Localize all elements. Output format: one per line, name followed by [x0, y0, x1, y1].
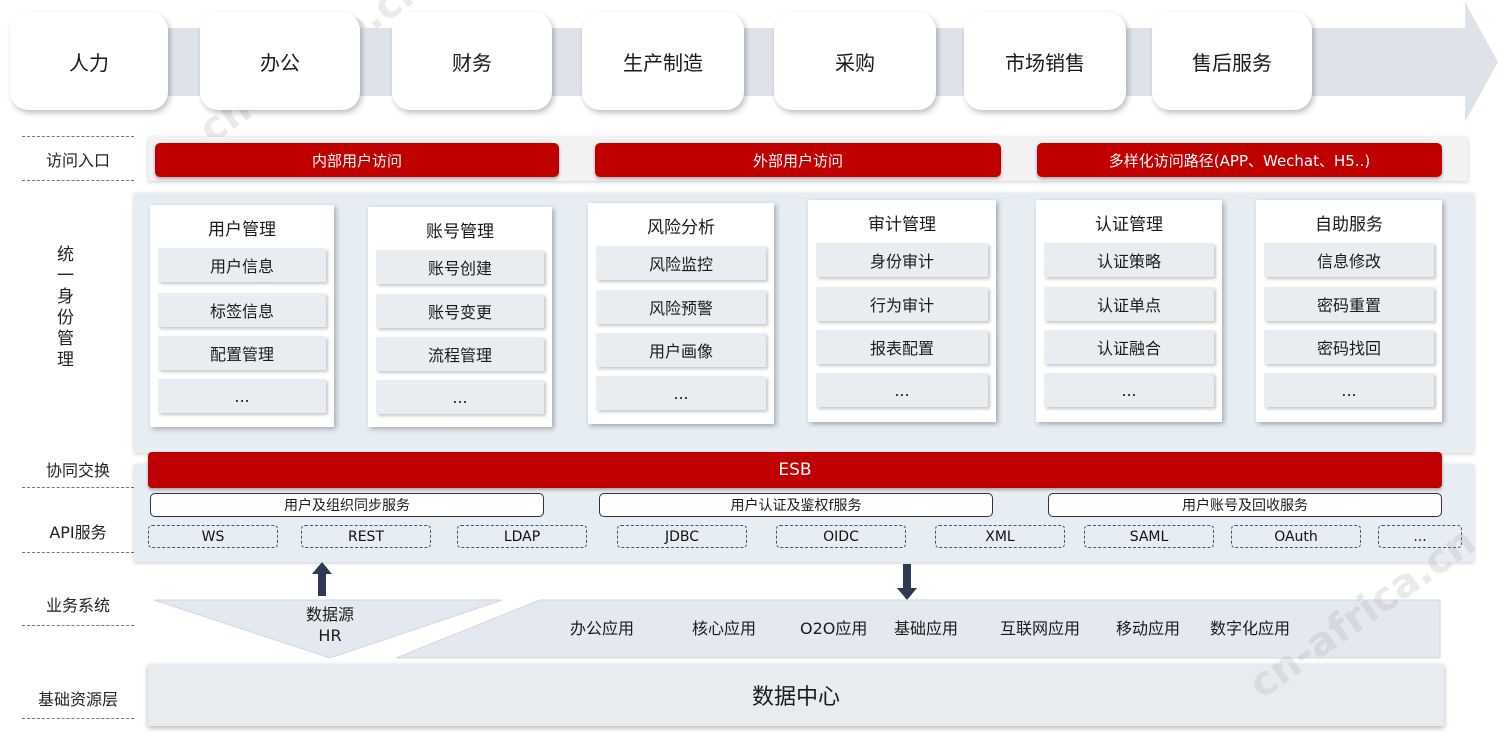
- dept-label: 市场销售: [1005, 50, 1085, 75]
- module-title: 账号管理: [426, 222, 494, 242]
- app-internet[interactable]: 互联网应用: [1000, 619, 1081, 638]
- dept-label: 采购: [835, 50, 875, 75]
- label-business: 业务系统: [45, 596, 110, 615]
- identity-panel: [134, 193, 1474, 453]
- data-source-label: 数据源 HR: [280, 604, 380, 646]
- module-item[interactable]: 身份审计: [816, 243, 988, 277]
- module-account-management: 账号管理 账号创建 账号变更 流程管理 ...: [368, 207, 552, 427]
- module-user-management: 用户管理 用户信息 标签信息 配置管理 ...: [150, 205, 334, 427]
- dept-label: 售后服务: [1192, 50, 1272, 75]
- data-source-title: 数据源: [305, 605, 354, 624]
- module-auth-management: 认证管理 认证策略 认证单点 认证融合 ...: [1036, 200, 1222, 422]
- service-account-recycle[interactable]: 用户账号及回收服务: [1048, 493, 1442, 517]
- protocol-rest[interactable]: REST: [301, 525, 431, 548]
- module-audit-management: 审计管理 身份审计 行为审计 报表配置 ...: [808, 200, 996, 422]
- module-item[interactable]: 用户信息: [158, 248, 326, 282]
- module-item[interactable]: 报表配置: [816, 330, 988, 364]
- dept-purchasing[interactable]: 采购: [774, 12, 936, 110]
- dept-label: 人力: [69, 50, 109, 75]
- access-internal[interactable]: 内部用户访问: [155, 143, 559, 177]
- service-auth[interactable]: 用户认证及鉴权f服务: [599, 493, 993, 517]
- protocol-ldap[interactable]: LDAP: [457, 525, 587, 548]
- dept-label: 生产制造: [623, 50, 703, 75]
- access-multi-path[interactable]: 多样化访问路径(APP、Wechat、H5..): [1037, 143, 1442, 177]
- module-item[interactable]: ...: [1264, 373, 1434, 407]
- app-mobile[interactable]: 移动应用: [1116, 619, 1181, 638]
- service-sync[interactable]: 用户及组织同步服务: [150, 493, 544, 517]
- esb-bar[interactable]: ESB: [148, 452, 1442, 488]
- dept-aftersales[interactable]: 售后服务: [1152, 12, 1312, 110]
- data-source-hr: HR: [318, 626, 342, 645]
- protocol-oauth[interactable]: OAuth: [1231, 525, 1361, 548]
- protocol-ws[interactable]: WS: [148, 525, 278, 548]
- module-item[interactable]: 信息修改: [1264, 243, 1434, 277]
- module-item[interactable]: 密码找回: [1264, 330, 1434, 364]
- protocol-oidc[interactable]: OIDC: [776, 525, 906, 548]
- module-item[interactable]: ...: [158, 379, 326, 413]
- app-core[interactable]: 核心应用: [692, 619, 757, 638]
- dept-manufacturing[interactable]: 生产制造: [582, 12, 744, 110]
- up-arrow-icon: [312, 562, 332, 596]
- divider: [22, 136, 134, 137]
- datacenter[interactable]: 数据中心: [148, 664, 1444, 726]
- divider: [22, 625, 134, 626]
- dept-finance[interactable]: 财务: [392, 12, 552, 110]
- business-shapes: [153, 599, 1441, 659]
- protocol-xml[interactable]: XML: [935, 525, 1065, 548]
- module-item[interactable]: 认证单点: [1044, 287, 1214, 321]
- label-identity-text: 统一身份管理: [53, 245, 73, 371]
- dept-label: 财务: [452, 50, 492, 75]
- module-item[interactable]: ...: [596, 376, 766, 410]
- module-item[interactable]: 账号创建: [376, 250, 544, 284]
- label-base: 基础资源层: [37, 690, 118, 709]
- module-self-service: 自助服务 信息修改 密码重置 密码找回 ...: [1256, 200, 1442, 422]
- module-item[interactable]: 风险监控: [596, 246, 766, 280]
- module-item[interactable]: 认证策略: [1044, 243, 1214, 277]
- protocol-more[interactable]: ...: [1378, 525, 1462, 548]
- label-identity: 统一身份管理: [46, 245, 80, 371]
- module-title: 风险分析: [647, 218, 715, 238]
- divider: [22, 180, 134, 181]
- dept-label: 办公: [260, 50, 300, 75]
- module-item[interactable]: 流程管理: [376, 337, 544, 371]
- access-external[interactable]: 外部用户访问: [595, 143, 1001, 177]
- module-item[interactable]: 密码重置: [1264, 287, 1434, 321]
- module-item[interactable]: ...: [816, 373, 988, 407]
- label-api: API服务: [49, 523, 107, 542]
- module-title: 审计管理: [868, 215, 936, 235]
- module-title: 认证管理: [1095, 215, 1163, 235]
- module-title: 自助服务: [1315, 215, 1383, 235]
- app-basic[interactable]: 基础应用: [894, 619, 959, 638]
- label-access: 访问入口: [45, 151, 110, 170]
- divider: [22, 487, 134, 488]
- module-item[interactable]: ...: [1044, 373, 1214, 407]
- divider: [22, 718, 134, 719]
- app-digital[interactable]: 数字化应用: [1210, 619, 1291, 638]
- module-risk-analysis: 风险分析 风险监控 风险预警 用户画像 ...: [588, 203, 774, 424]
- down-arrow-icon: [897, 564, 917, 600]
- module-item[interactable]: 配置管理: [158, 336, 326, 370]
- dept-hr[interactable]: 人力: [10, 12, 168, 110]
- protocol-saml[interactable]: SAML: [1084, 525, 1214, 548]
- module-item[interactable]: 标签信息: [158, 293, 326, 327]
- app-office[interactable]: 办公应用: [570, 619, 635, 638]
- module-title: 用户管理: [208, 220, 276, 240]
- module-item[interactable]: ...: [376, 380, 544, 414]
- module-item[interactable]: 行为审计: [816, 287, 988, 321]
- module-item[interactable]: 认证融合: [1044, 330, 1214, 364]
- module-item[interactable]: 用户画像: [596, 333, 766, 367]
- label-exchange: 协同交换: [45, 461, 110, 480]
- app-o2o[interactable]: O2O应用: [800, 619, 868, 638]
- dept-office[interactable]: 办公: [200, 12, 360, 110]
- divider: [22, 552, 134, 553]
- module-item[interactable]: 账号变更: [376, 294, 544, 328]
- module-item[interactable]: 风险预警: [596, 290, 766, 324]
- dept-marketing[interactable]: 市场销售: [964, 12, 1126, 110]
- protocol-jdbc[interactable]: JDBC: [617, 525, 747, 548]
